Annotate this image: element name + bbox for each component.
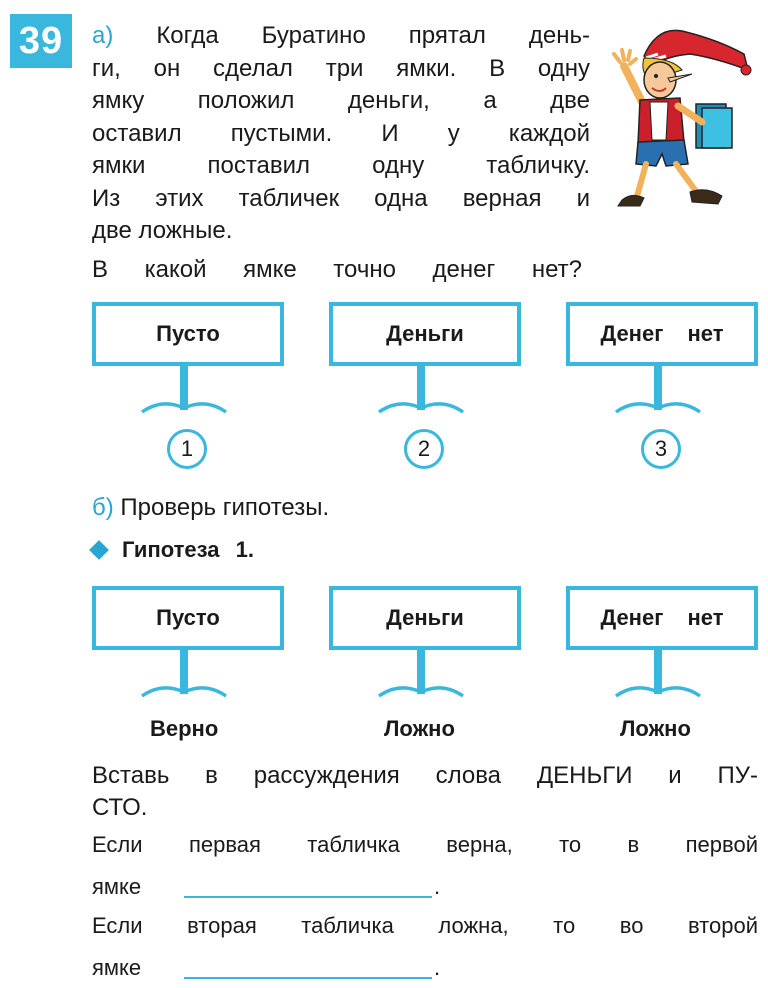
signpost-icon: [140, 648, 228, 698]
sentence-1: Если первая табличка верна, то в первой: [92, 832, 758, 857]
sign-label: Деньги: [329, 586, 521, 650]
hole-number-1: 1: [167, 429, 207, 469]
signpost-icon: [140, 364, 228, 414]
hole-number-2: 2: [404, 429, 444, 469]
sign-label: Пусто: [92, 302, 284, 366]
verdict-2: Ложно: [384, 716, 455, 741]
answer-blank-2[interactable]: [184, 977, 432, 979]
sign-label: Деньги: [329, 302, 521, 366]
task-text-line: ги, он сделал три ямки. В одну: [92, 54, 590, 82]
hypothesis-label: Гипотеза 1.: [122, 537, 254, 562]
task-text-line: две ложные.: [92, 217, 233, 244]
instruction-line: Вставь в рассуждения слова ДЕНЬГИ и ПУ-: [92, 762, 758, 789]
hypothesis-heading: Гипотеза 1.: [89, 537, 254, 563]
part-a-letter: а): [92, 22, 114, 49]
sign-label: Денег нет: [566, 302, 758, 366]
verdict-3: Ложно: [620, 716, 691, 741]
question-text: В какой ямке точно денег нет?: [92, 256, 582, 283]
instruction-text: Вставь в рассуждения слова ДЕНЬГИ и ПУ- …: [92, 760, 758, 824]
signpost-icon: [614, 364, 702, 414]
task-text: а) Когда Буратино прятал день- ги, он сд…: [92, 20, 590, 248]
task-number-badge: 39: [10, 14, 72, 68]
sentence-2-end: ямке: [92, 955, 142, 980]
part-b-text: Проверь гипотезы.: [120, 494, 330, 521]
sentence-1-end: ямке: [92, 874, 142, 899]
period: .: [434, 874, 441, 899]
period: .: [434, 955, 441, 980]
part-b-heading: б) Проверь гипотезы.: [92, 494, 329, 522]
task-text-line: оставил пустыми. И у каждой: [92, 119, 590, 147]
instruction-line: СТО.: [92, 794, 148, 821]
task-text-line: а) Когда Буратино прятал день-: [92, 22, 590, 49]
signpost-icon: [614, 648, 702, 698]
hole-number-3: 3: [641, 429, 681, 469]
part-b-letter: б): [92, 494, 114, 521]
sentence-2: Если вторая табличка ложна, то во второй: [92, 913, 758, 938]
verdict-1: Верно: [150, 716, 219, 741]
task-text-line: ямку положил деньги, а две: [92, 87, 590, 114]
task-text-line: Из этих табличек одна верная и: [92, 184, 590, 212]
task-text-line: ямки поставил одну табличку.: [92, 152, 590, 179]
signpost-icon: [377, 364, 465, 414]
signpost-icon: [377, 648, 465, 698]
sign-label: Пусто: [92, 586, 284, 650]
diamond-bullet-icon: [89, 540, 109, 560]
sign-label: Денег нет: [566, 586, 758, 650]
pinocchio-illustration: [612, 29, 752, 207]
answer-blank-1[interactable]: [184, 896, 432, 898]
